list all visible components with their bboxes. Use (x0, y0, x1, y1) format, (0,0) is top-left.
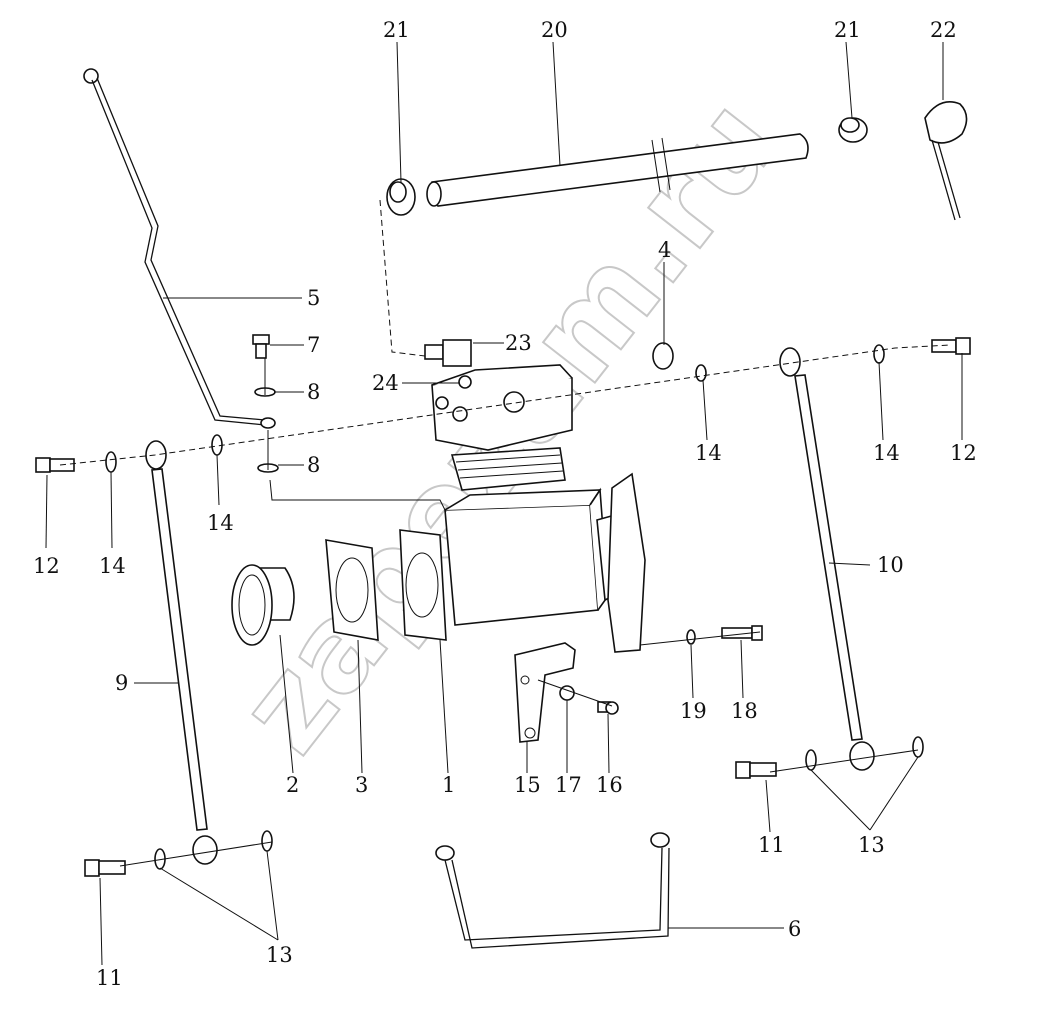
part-16-bolt (597, 701, 619, 715)
part-13-washer-br-2 (912, 736, 924, 758)
label-14a: 14 (695, 441, 722, 465)
label-5: 5 (307, 286, 320, 310)
label-6: 6 (788, 917, 801, 941)
label-22: 22 (930, 18, 957, 42)
label-15: 15 (514, 773, 541, 797)
label-18: 18 (731, 699, 758, 723)
label-10: 10 (877, 553, 904, 577)
label-3: 3 (355, 773, 368, 797)
label-8a: 8 (307, 380, 320, 404)
label-2: 2 (286, 773, 299, 797)
part-20-pipe (426, 133, 809, 207)
part-18-bolt (721, 625, 763, 641)
part-7-bolt (252, 334, 270, 359)
part-12-bolt-left (35, 457, 75, 473)
part-5-rod (83, 68, 276, 429)
part-13-washer-br-1 (805, 749, 817, 771)
label-17: 17 (555, 773, 582, 797)
label-24: 24 (372, 371, 399, 395)
part-9-pipe (145, 440, 218, 865)
label-21b: 21 (834, 18, 861, 42)
label-7: 7 (307, 333, 320, 357)
label-8b: 8 (307, 453, 320, 477)
label-14c: 14 (207, 511, 234, 535)
label-14d: 14 (99, 554, 126, 578)
label-20: 20 (541, 18, 568, 42)
part-15-bracket (514, 642, 576, 743)
label-12b: 12 (33, 554, 60, 578)
label-11a: 11 (758, 833, 785, 857)
part-4-nut (652, 342, 674, 370)
label-11b: 11 (96, 966, 123, 990)
part-24-nut (458, 375, 472, 389)
part-14-washer-right (873, 344, 885, 364)
part-21-clamp-left (386, 178, 416, 216)
label-12a: 12 (950, 441, 977, 465)
leader-lines (45, 41, 963, 966)
label-1: 1 (442, 773, 455, 797)
assembly-lines (59, 199, 951, 867)
label-4: 4 (658, 238, 671, 262)
part-6-u-pipe (435, 832, 670, 949)
part-19-washer (686, 629, 696, 645)
part-21-clamp-right (838, 117, 868, 143)
part-10-pipe (779, 347, 875, 771)
part-14-washer-left-1 (105, 451, 117, 473)
label-16: 16 (596, 773, 623, 797)
label-14b: 14 (873, 441, 900, 465)
label-13a: 13 (858, 833, 885, 857)
part-compressor-head (431, 364, 573, 491)
part-22-cable-tie (924, 101, 968, 221)
part-14-washer-left-2 (211, 434, 223, 456)
part-3-gasket (325, 539, 379, 641)
callouts: 21 20 21 22 5 4 7 23 8 24 8 14 14 14 12 … (33, 18, 977, 990)
part-23-valve (424, 339, 472, 367)
part-11-bolt-bottom-left (84, 859, 126, 877)
label-23: 23 (505, 331, 532, 355)
label-13b: 13 (266, 943, 293, 967)
part-14-washer-center (695, 364, 707, 382)
part-11-bolt-bottom-right (735, 761, 777, 779)
part-13-washer-bl-2 (261, 830, 273, 852)
label-21a: 21 (383, 18, 410, 42)
part-2-gear (231, 564, 295, 646)
label-19: 19 (680, 699, 707, 723)
part-1-compressor-body (399, 472, 646, 653)
label-9: 9 (115, 671, 128, 695)
